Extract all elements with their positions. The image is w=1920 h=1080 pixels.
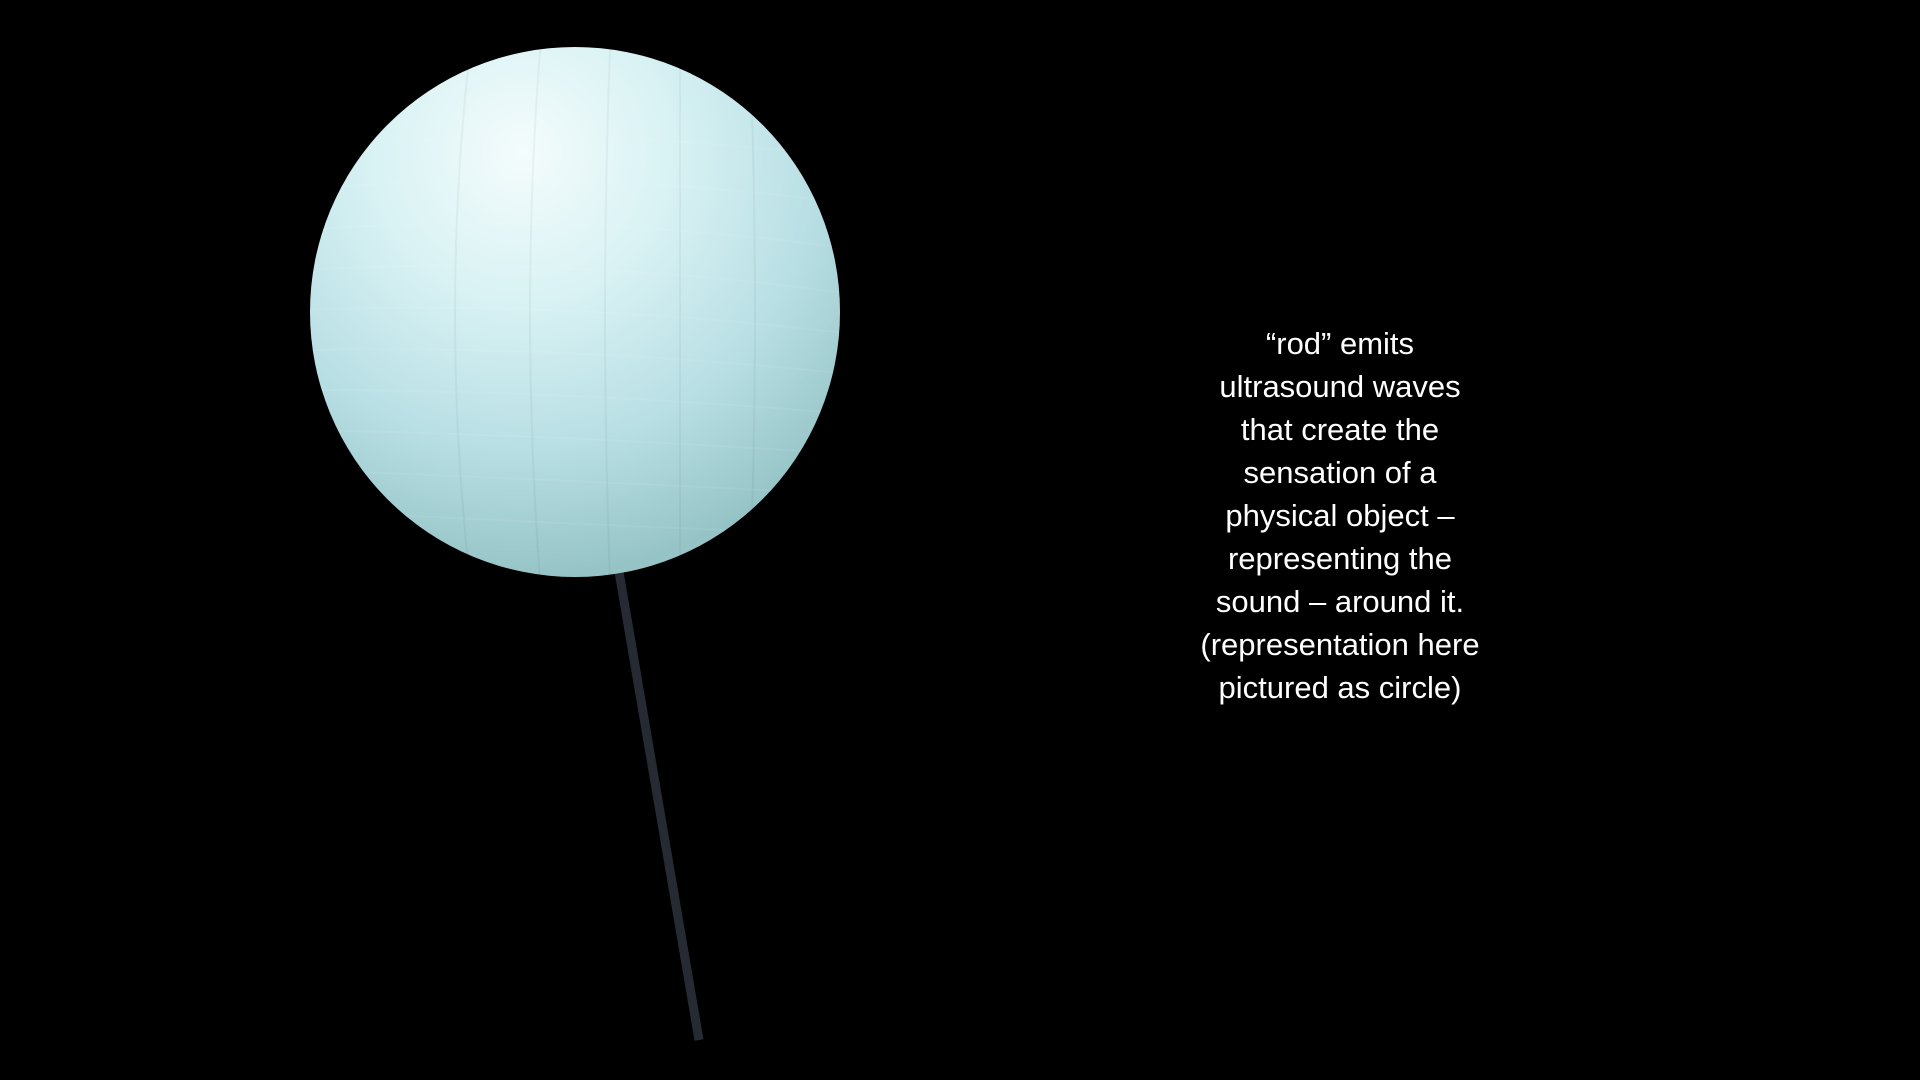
caption-line: (representation here	[1200, 627, 1480, 662]
caption-line: “rod” emits	[1265, 326, 1415, 361]
caption-line: that create the	[1240, 412, 1440, 447]
caption-line: representing the	[1227, 541, 1453, 576]
caption-line: pictured as circle)	[1218, 670, 1462, 705]
sphere-icon	[310, 47, 840, 577]
caption-line: physical object –	[1225, 498, 1455, 533]
caption-line: sound – around it.	[1215, 584, 1465, 619]
caption-text: “rod” emits ultrasound waves that create…	[1140, 322, 1540, 709]
caption-line: sensation of a	[1243, 455, 1437, 490]
rod-icon	[612, 559, 704, 1041]
caption-line: ultrasound waves	[1219, 369, 1461, 404]
